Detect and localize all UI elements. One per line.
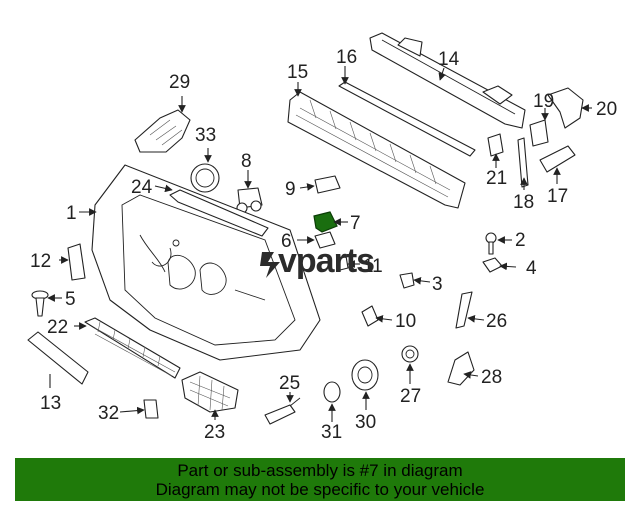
impact-absorber-part: [287, 91, 466, 209]
license-plate-base-part: [27, 331, 89, 385]
banner-line-2: Diagram may not be specific to your vehi…: [155, 480, 485, 499]
callout-2: 2: [515, 230, 526, 251]
park-sensor-part: [401, 345, 419, 363]
callout-7: 7: [350, 213, 361, 234]
highlighted-part-7: [313, 211, 338, 233]
air-duct-part: [134, 109, 191, 153]
callout-23: 23: [204, 422, 225, 443]
bumper-cover-part: [91, 164, 321, 361]
callout-25: 25: [279, 373, 300, 394]
tow-cover-part: [314, 175, 341, 194]
vparts-watermark: vparts: [260, 242, 375, 280]
callout-22: 22: [47, 317, 68, 338]
lower-grille-part: [84, 317, 181, 379]
callout-16: 16: [336, 47, 357, 68]
bracket-10-part: [361, 305, 379, 327]
emblem-part: [190, 163, 220, 193]
watermark-text: vparts: [278, 242, 374, 280]
callout-10: 10: [395, 311, 416, 332]
clip-3-part: [399, 272, 415, 289]
bracket-28-part: [447, 351, 475, 386]
bracket-part: [529, 87, 584, 147]
clip-8-part: [236, 187, 263, 214]
callout-5: 5: [65, 289, 76, 310]
callout-30: 30: [355, 412, 376, 433]
sensor-ring-part: [323, 381, 341, 403]
bracket-12-part: [67, 243, 86, 281]
callout-8: 8: [241, 151, 252, 172]
callout-28: 28: [481, 367, 502, 388]
bracket-6-part: [314, 231, 336, 249]
clip-11-part: [337, 255, 349, 271]
bolt-part: [485, 232, 497, 255]
callout-4: 4: [526, 258, 537, 279]
callout-9: 9: [285, 179, 296, 200]
callout-29: 29: [169, 72, 190, 93]
reinforcement-bar-part: [369, 32, 526, 129]
clip-32-part: [143, 399, 159, 419]
nut-4-part: [482, 257, 503, 273]
strip-17-part: [539, 145, 576, 173]
banner-line-1: Part or sub-assembly is #7 in diagram: [177, 461, 463, 480]
info-banner: Part or sub-assembly is #7 in diagram Di…: [15, 458, 625, 501]
callout-20: 20: [596, 99, 617, 120]
callout-numbers: 1 2 3 4 5 6 7 8 9 10 11 12 13 14 15 16 1…: [30, 47, 617, 443]
callout-12: 12: [30, 251, 51, 272]
callout-17: 17: [547, 186, 568, 207]
callout-14: 14: [438, 49, 460, 70]
callout-33: 33: [195, 125, 216, 146]
callout-24: 24: [131, 177, 153, 198]
callout-31: 31: [321, 422, 342, 443]
callout-6: 6: [281, 231, 292, 252]
callout-3: 3: [432, 274, 443, 295]
callout-11: 11: [363, 256, 383, 277]
watermark-logo-mark: [260, 252, 280, 278]
callout-26: 26: [486, 311, 507, 332]
callout-18: 18: [513, 192, 534, 213]
clip-21-part: [487, 133, 504, 157]
callout-21: 21: [486, 168, 507, 189]
temperature-sensor-part: [264, 397, 301, 425]
sensor-housing-part: [351, 359, 379, 391]
callout-32: 32: [98, 403, 119, 424]
callout-15: 15: [287, 62, 308, 83]
rail-18-part: [517, 137, 529, 188]
leader-lines: [47, 66, 592, 422]
strip-26-part: [455, 291, 473, 329]
grille-bar-part: [169, 189, 269, 237]
callout-19: 19: [533, 91, 554, 112]
fog-lamp-grille-part: [181, 371, 239, 413]
push-clip-part: [31, 290, 49, 317]
parts-diagram: 1 2 3 4 5 6 7 8 9 10 11 12 13 14 15 16 1…: [27, 32, 617, 443]
callout-13: 13: [40, 393, 61, 414]
callout-1: 1: [66, 203, 77, 224]
callout-27: 27: [400, 386, 421, 407]
